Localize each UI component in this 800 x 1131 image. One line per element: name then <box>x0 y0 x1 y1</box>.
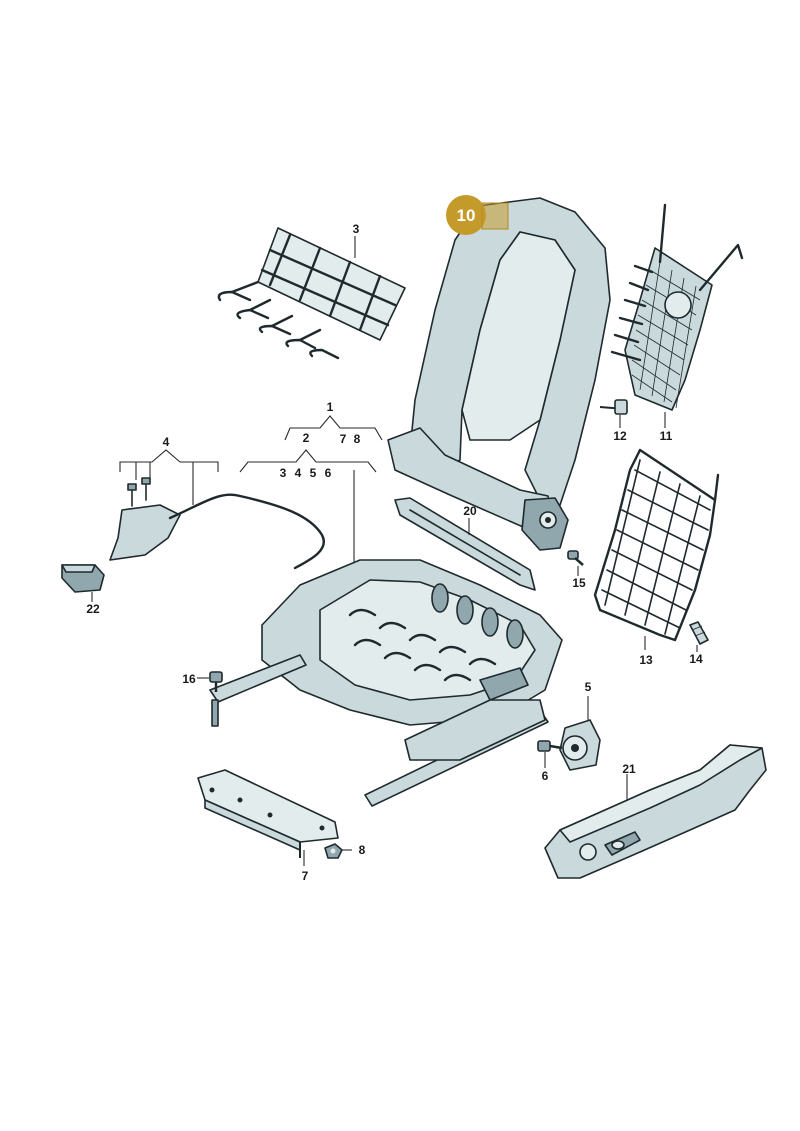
label-5-sub: 5 <box>310 466 317 480</box>
release-handle[interactable] <box>61 564 105 593</box>
lumbar-support[interactable] <box>610 203 744 411</box>
label-1-group: 1 <box>327 400 334 414</box>
label-20: 20 <box>463 504 477 518</box>
label-4-group: 4 <box>163 435 170 449</box>
label-15: 15 <box>572 576 586 590</box>
label-6-sub: 6 <box>325 466 332 480</box>
label-7-group: 7 <box>340 432 347 446</box>
pin-14[interactable] <box>689 621 709 645</box>
label-12: 12 <box>613 429 627 443</box>
bolt-6[interactable] <box>537 740 563 752</box>
nut-8[interactable] <box>324 843 343 859</box>
label-3-group: 3 <box>280 466 287 480</box>
bolt-16[interactable] <box>209 671 223 692</box>
label-11: 11 <box>660 429 673 443</box>
lever-mechanism[interactable] <box>109 477 325 570</box>
highlight-marker <box>481 202 509 230</box>
wire-support-mat[interactable] <box>593 448 720 642</box>
label-7: 7 <box>302 869 309 883</box>
label-3-top: 3 <box>353 222 360 236</box>
label-6: 6 <box>542 769 549 783</box>
label-21: 21 <box>622 762 636 776</box>
seat-spring-mat[interactable] <box>217 227 406 360</box>
label-16: 16 <box>182 672 196 686</box>
label-13: 13 <box>639 653 653 667</box>
screw-15[interactable] <box>567 550 584 566</box>
highlight-badge[interactable] <box>446 195 486 235</box>
cover-plate-7[interactable] <box>197 769 339 858</box>
label-10: 10 <box>457 206 476 225</box>
motor-5[interactable] <box>559 719 601 771</box>
label-5: 5 <box>585 680 592 694</box>
clip-12[interactable] <box>599 399 628 415</box>
seat-frame[interactable] <box>209 559 563 807</box>
side-trim-panel[interactable] <box>544 744 767 879</box>
label-2-group: 2 <box>303 431 310 445</box>
label-14: 14 <box>689 652 703 666</box>
backrest-frame[interactable] <box>387 197 611 551</box>
label-8: 8 <box>359 843 366 857</box>
label-4-sub: 4 <box>295 466 302 480</box>
bracket-20[interactable] <box>394 497 536 591</box>
label-22: 22 <box>86 602 100 616</box>
label-8-group: 8 <box>354 432 361 446</box>
